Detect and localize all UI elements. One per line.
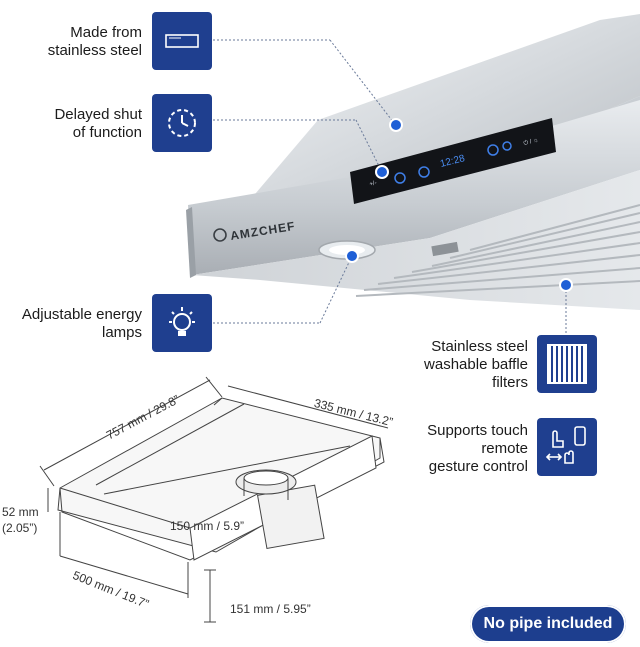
dim-height-mm-label: 52 mm (2, 505, 39, 519)
light-bulb-icon (152, 294, 212, 352)
svg-text:⏻ / ☼: ⏻ / ☼ (523, 136, 539, 146)
gesture-remote-icon (537, 418, 597, 476)
feature-lamps-label: Adjustable energy lamps (21, 306, 142, 341)
feature-filters-label: Stainless steel washable baffle filters (424, 338, 528, 391)
svg-text:+/-: +/- (369, 180, 377, 188)
feature-gesture-label: Supports touch remote gesture control (427, 422, 528, 475)
dim-outlet-label: 151 mm / 5.95” (230, 602, 311, 616)
dim-height-in-label: (2.05”) (2, 521, 38, 535)
no-pipe-badge: No pipe included (470, 605, 626, 643)
baffle-filter-icon (537, 335, 597, 393)
feature-steel-label: Made from stainless steel (47, 24, 142, 59)
dim-duct-label: 150 mm / 5.9” (170, 519, 245, 533)
feature-delayed-label: Delayed shut of function (54, 106, 142, 141)
clock-timer-icon (152, 94, 212, 152)
steel-plate-icon (152, 12, 212, 70)
